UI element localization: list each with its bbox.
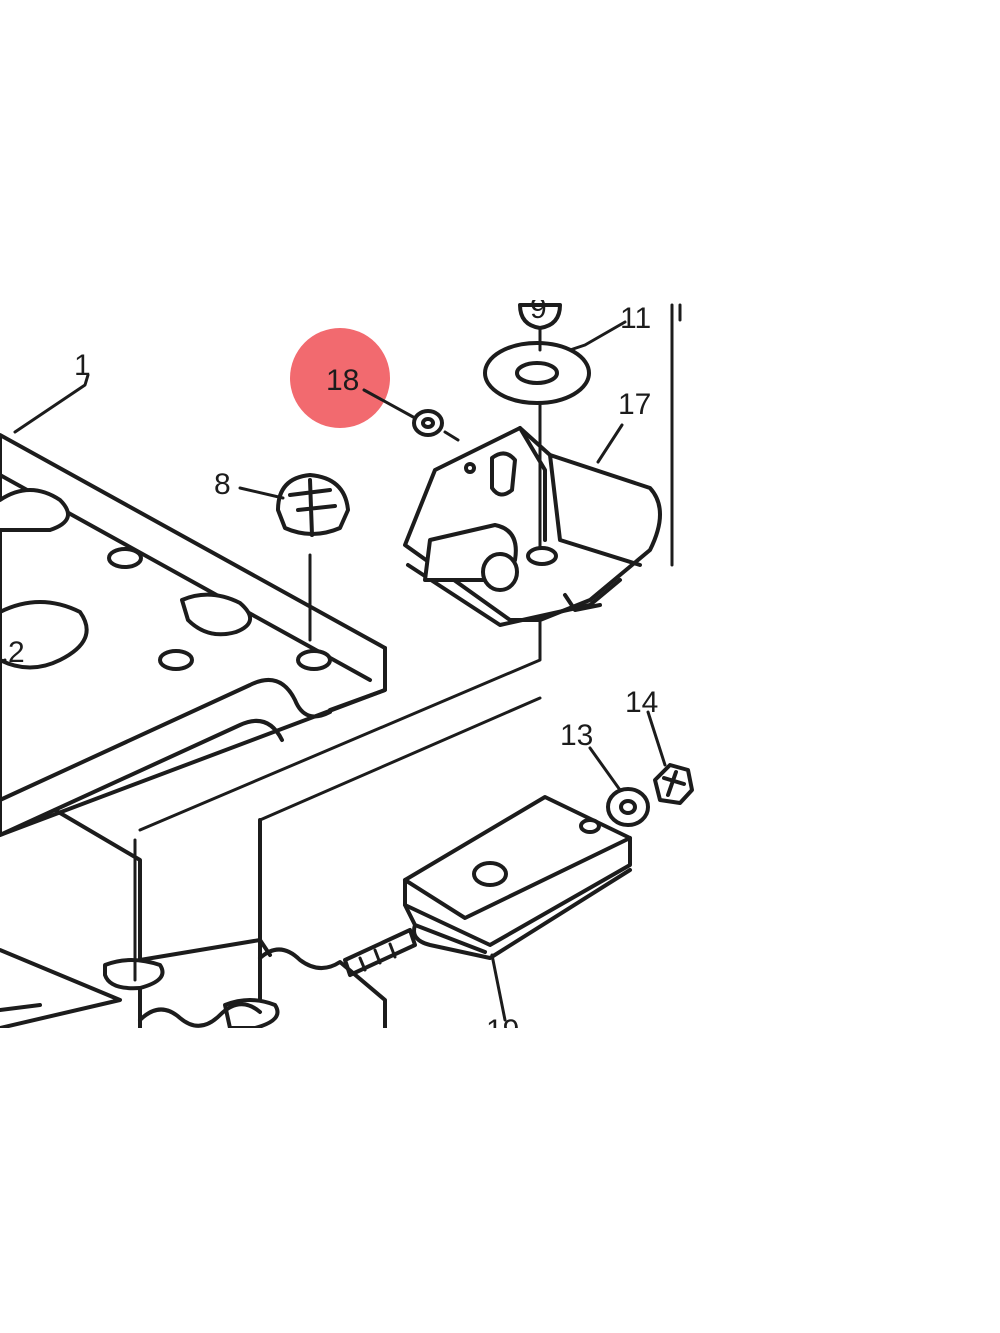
nut-part-14 [653, 763, 694, 805]
callout-19: 19 [486, 1014, 519, 1047]
washer-part-13 [606, 787, 650, 827]
leader-13 [588, 746, 622, 792]
plate-part-19 [343, 795, 632, 1022]
callout-17: 17 [618, 388, 651, 421]
bolt-part-9 [518, 303, 562, 352]
callout-8: 8 [214, 468, 231, 501]
washer-part-11 [483, 341, 591, 550]
callout-14: 14 [625, 686, 658, 719]
leader-18 [362, 388, 417, 420]
callout-1: 1 [74, 349, 91, 382]
callout-labels: 1 2 8 9 11 13 14 17 18 19 [8, 292, 658, 1047]
frame-plate-part-1 [0, 433, 542, 1028]
bracket-part-17 [403, 426, 662, 627]
leader-8 [238, 486, 285, 500]
leader-11 [568, 320, 627, 352]
cap-nut-part-8 [276, 473, 350, 642]
leader-14 [646, 710, 667, 767]
leader-2 [0, 658, 7, 664]
highlight-marker [290, 328, 390, 428]
leader-1 [13, 373, 90, 434]
lock-washer-part-18 [412, 409, 460, 442]
drawing-area [0, 303, 694, 1028]
callout-13: 13 [560, 719, 593, 752]
leader-17 [596, 423, 624, 464]
callout-9: 9 [530, 292, 547, 325]
callout-18: 18 [326, 364, 359, 397]
callout-11: 11 [620, 302, 651, 335]
callout-2: 2 [8, 636, 25, 669]
